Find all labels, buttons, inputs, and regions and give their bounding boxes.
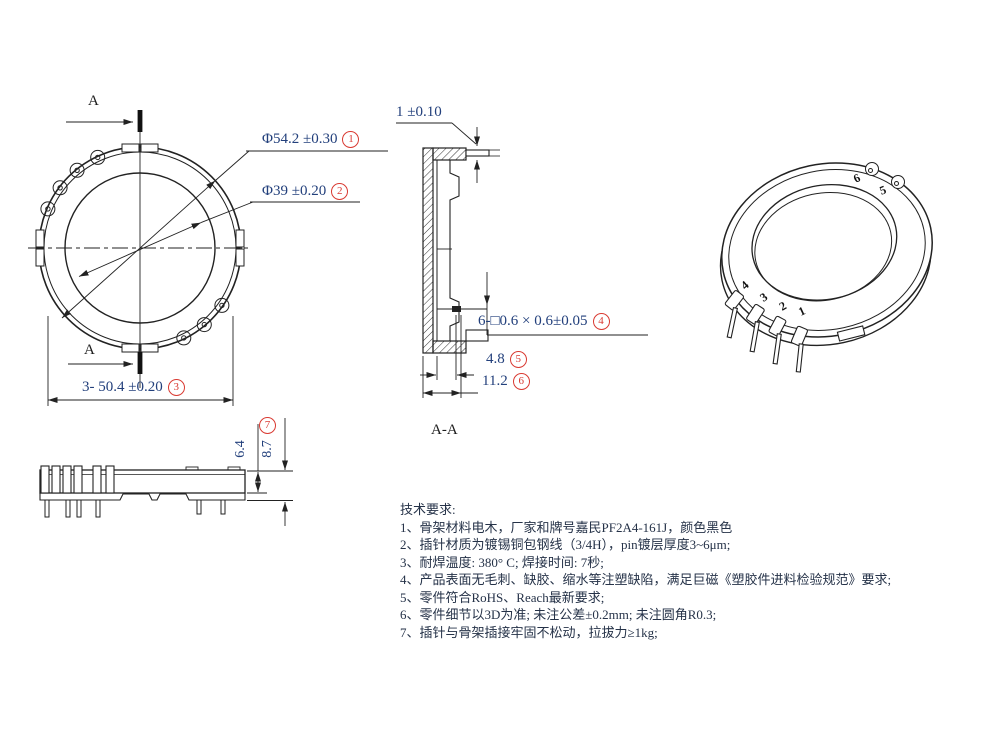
side-view-pins: [44, 499, 226, 518]
iso-view-pins: [724, 290, 808, 373]
balloon-7: 7: [259, 417, 276, 434]
tech-item: 4、产品表面无毛刺、缺胶、缩水等注塑缺陷，满足巨磁《塑胶件进料检验规范》要求;: [400, 572, 892, 587]
balloon-6: 6: [512, 373, 530, 390]
tech-item: 7、插针与骨架插接牢固不松动，拉拔力≥1kg;: [400, 624, 658, 640]
balloon-1: 1: [342, 131, 360, 148]
side-view-pin-towers: [40, 465, 115, 494]
dim-pin-square: 6-□0.6 × 0.6±0.05 4: [478, 313, 610, 330]
balloon-2: 2: [331, 183, 349, 200]
dim-pin-square-lines: [484, 272, 648, 336]
side-view-dim-lines: [247, 418, 293, 526]
iso-view-lobes: [865, 162, 905, 189]
section-view-label: A-A: [431, 422, 458, 438]
dim-pin-offset: 4.8 5: [486, 351, 527, 368]
dim-inner-dia-lines: [78, 201, 360, 277]
front-view-linework: [28, 110, 388, 406]
dim-inner-dia: Φ39 ±0.20 2: [262, 183, 349, 200]
dim-total-height: 8.7: [259, 440, 275, 458]
section-arrow-label-bottom: A: [84, 342, 95, 358]
dim-outer-dia: Φ54.2 ±0.30 1: [262, 131, 360, 148]
dim-flange-thickness: 1 ±0.10: [396, 104, 442, 120]
tech-item: 3、耐焊温度: 380° C; 焊接时间: 7秒;: [400, 554, 604, 570]
section-arrow-label-top: A: [88, 93, 99, 109]
technical-requirements: 技术要求: 1、骨架材料电木，厂家和牌号嘉民PF2A4-161J，颜色黑色 2、…: [400, 501, 891, 641]
dim-overall-width: 3- 50.4 ±0.20 3: [82, 379, 185, 396]
balloon-4: 4: [592, 313, 610, 330]
tech-item: 2、插针材质为镀锡铜包钢线（3/4H），pin镀层厚度3~6μm;: [400, 537, 731, 552]
front-view-tabs: [35, 143, 245, 353]
balloon-3: 3: [167, 379, 185, 396]
tech-item: 6、零件细节以3D为准; 未注公差±0.2mm; 未注圆角R0.3;: [400, 607, 717, 622]
dim-flange-lines: [396, 122, 500, 183]
tech-item: 5、零件符合RoHS、Reach最新要求;: [400, 589, 605, 605]
dim-total-height-balloon: 7: [259, 417, 276, 434]
dim-112-lines: [422, 315, 478, 398]
tech-title: 技术要求:: [400, 502, 456, 517]
dim-body-height: 6.4: [232, 440, 248, 458]
balloon-5: 5: [509, 351, 527, 368]
dim-overall-depth: 11.2 6: [482, 373, 530, 390]
section-view-linework: [396, 122, 648, 398]
side-view-linework: [39, 418, 293, 526]
dim-overall-lines: [47, 316, 234, 406]
iso-view-linework: [719, 162, 933, 373]
tech-item: 1、骨架材料电木，厂家和牌号嘉民PF2A4-161J，颜色黑色: [400, 519, 733, 535]
